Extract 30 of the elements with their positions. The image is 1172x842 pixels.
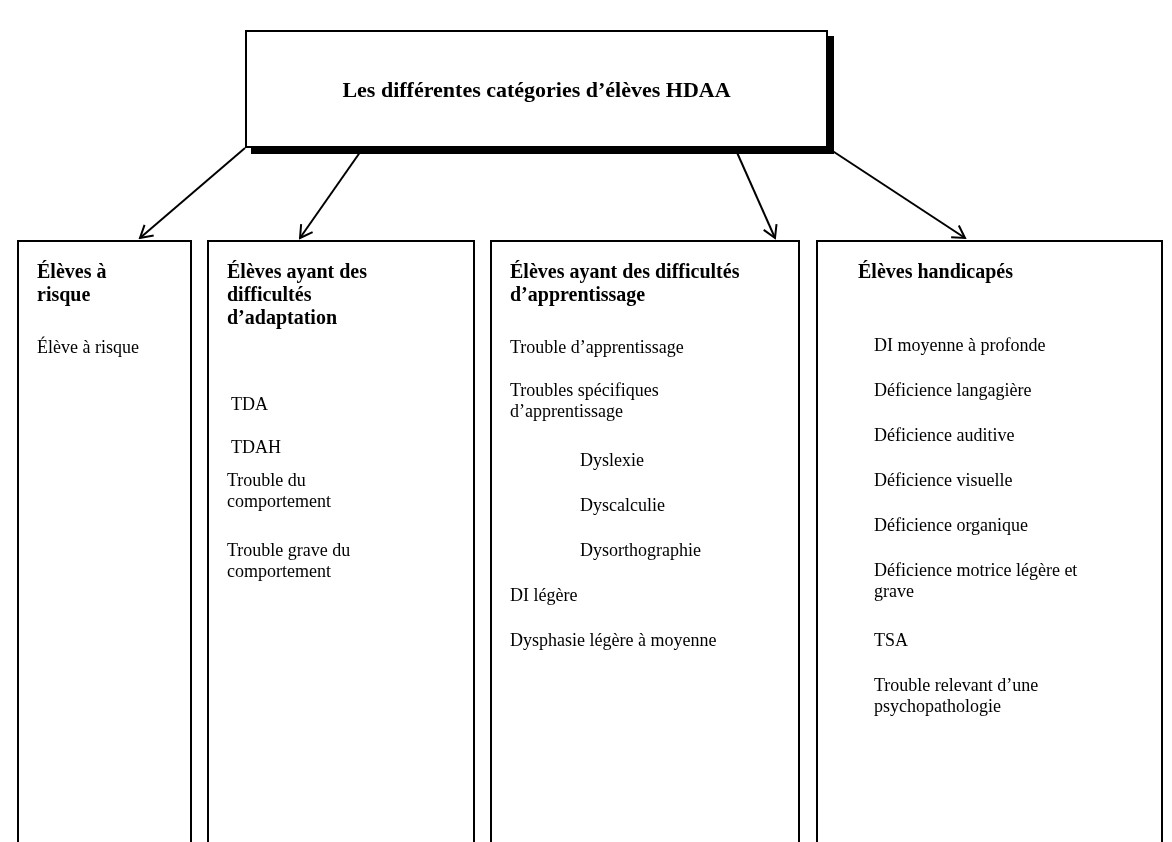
- column-heading: Élèves à risque: [37, 260, 108, 306]
- category-item: Déficience visuelle: [874, 470, 1014, 491]
- category-item: Déficience motrice légère et grave: [874, 560, 1079, 602]
- category-item: Trouble d’apprentissage: [510, 337, 685, 358]
- category-item: Dysorthographie: [580, 540, 702, 561]
- category-column: [17, 240, 192, 842]
- category-item: Trouble grave du comportement: [227, 540, 352, 582]
- category-item: TSA: [874, 630, 909, 651]
- category-item: DI légère: [510, 585, 579, 606]
- category-item: Dyscalculie: [580, 495, 666, 516]
- category-item: DI moyenne à profonde: [874, 335, 1047, 356]
- category-item: TDAH: [231, 437, 282, 458]
- category-item: Trouble du comportement: [227, 470, 332, 512]
- category-item: Déficience organique: [874, 515, 1030, 536]
- category-item: Trouble relevant d’une psychopathologie: [874, 675, 1040, 717]
- category-column: [816, 240, 1163, 842]
- arrow: [139, 147, 246, 239]
- category-item: Dysphasie légère à moyenne: [510, 630, 718, 651]
- category-column: [207, 240, 475, 842]
- category-item: TDA: [231, 394, 269, 415]
- category-item: Troubles spécifiques d’apprentissage: [510, 380, 660, 422]
- node-label: Les différentes catégories d’élèves HDAA: [342, 75, 731, 104]
- column-heading: Élèves ayant des difficultés d’adaptation: [227, 260, 368, 329]
- category-item: Dyslexie: [580, 450, 645, 471]
- category-item: Déficience langagière: [874, 380, 1033, 401]
- category-column: [490, 240, 800, 842]
- category-item: Élève à risque: [37, 337, 140, 358]
- column-heading: Élèves ayant des difficultés d’apprentissage: [510, 260, 741, 306]
- category-item: Déficience auditive: [874, 425, 1016, 446]
- column-heading: Élèves handicapés: [858, 260, 1015, 283]
